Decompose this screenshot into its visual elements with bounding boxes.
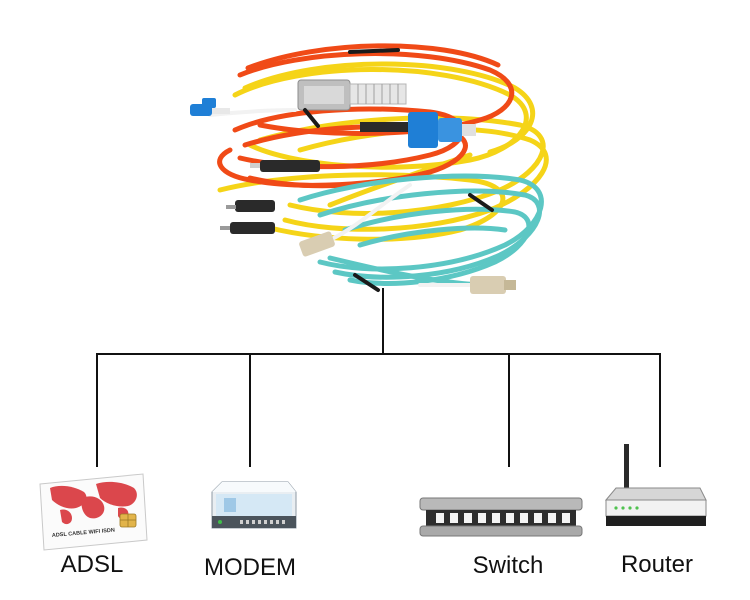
switch-label: Switch xyxy=(472,552,544,579)
blue-lc-connector xyxy=(190,98,230,116)
sim-chip-icon xyxy=(119,513,137,528)
adsl-label: ADSL xyxy=(60,551,124,578)
fiber-cable-bundle-image xyxy=(190,43,549,294)
modem-icon xyxy=(211,481,297,529)
grey-adapter-block xyxy=(297,79,407,111)
modem-label: MODEM xyxy=(204,554,296,581)
router-antenna xyxy=(624,444,629,490)
connection-lines xyxy=(96,288,661,467)
beige-lc-connectors xyxy=(299,231,516,294)
adsl-card-text: ADSL CABLE WIFI ISDN xyxy=(52,528,115,539)
adsl-card-icon: ADSL CABLE WIFI ISDN xyxy=(39,473,148,551)
switch-icon xyxy=(419,497,583,537)
black-st-connectors xyxy=(220,160,320,234)
router-label: Router xyxy=(620,551,694,578)
router-icon xyxy=(604,444,707,526)
blue-sc-connector xyxy=(360,112,476,148)
modem-led xyxy=(218,520,222,524)
